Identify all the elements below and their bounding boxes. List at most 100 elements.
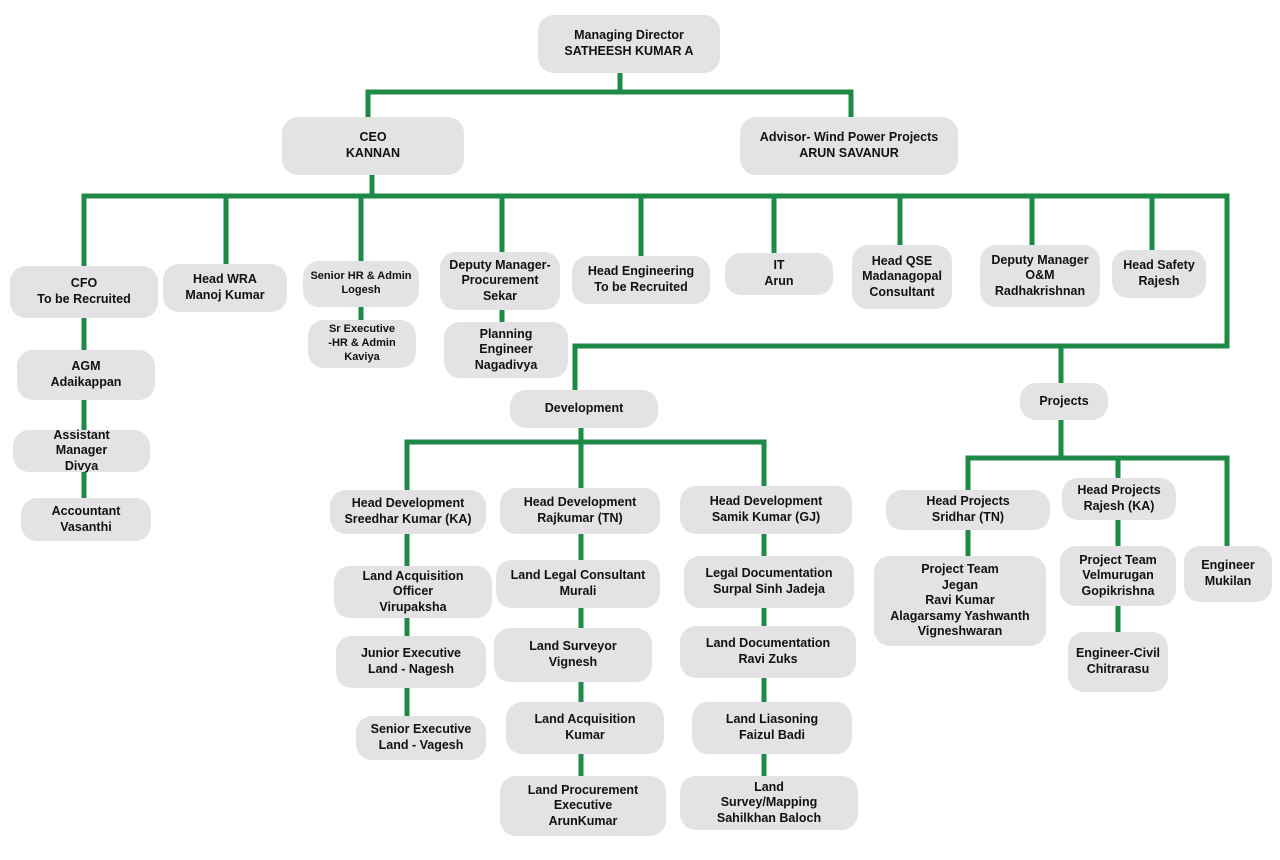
org-box-development: Development xyxy=(510,390,658,428)
org-box-text: Projects xyxy=(1039,393,1089,408)
org-box-text: Surpal Sinh Jadeja xyxy=(713,582,825,596)
org-box-text: Project Team xyxy=(1079,552,1157,567)
org-box-text: Sekar xyxy=(482,288,518,303)
org-box-text: ARUN SAVANUR xyxy=(799,146,899,160)
org-box-text: Executive xyxy=(553,798,613,813)
org-box-text: Sridhar (TN) xyxy=(931,510,1005,524)
org-box-text: IT xyxy=(773,258,785,273)
org-box-text: CEO xyxy=(359,130,387,145)
org-box-text: Head WRA xyxy=(193,272,257,287)
org-box-text: Kaviya xyxy=(344,350,380,363)
org-box-projects: Projects xyxy=(1020,383,1108,420)
org-box-text: Head Safety xyxy=(1123,258,1195,273)
org-box-text: Engineer-Civil xyxy=(1075,646,1161,661)
org-box-text: Kumar xyxy=(565,728,605,742)
org-box-text: Rajesh (KA) xyxy=(1083,499,1155,513)
org-box-text: Deputy Manager xyxy=(991,252,1089,267)
org-box-text: Land - Vagesh xyxy=(378,738,464,752)
org-box-text: Radhakrishnan xyxy=(994,283,1086,298)
org-box-text: Land Surveyor xyxy=(529,639,617,654)
org-box-text: KANNAN xyxy=(345,146,401,160)
org-box-text: Head Engineering xyxy=(587,264,695,279)
connector xyxy=(578,439,767,489)
org-box-text: Vasanthi xyxy=(60,519,112,534)
org-box-text: Manoj Kumar xyxy=(185,288,265,302)
org-box-text: AGM xyxy=(71,359,101,374)
org-box-text: Sreedhar Kumar (KA) xyxy=(344,512,472,526)
org-box-text: Procurement xyxy=(461,273,539,288)
org-box-text: CFO xyxy=(70,276,98,291)
org-box-text: Planning xyxy=(479,326,533,341)
org-box-text: Murali xyxy=(559,584,597,598)
org-box-text: Senior Executive xyxy=(370,722,472,737)
org-box-text: Land Liasoning xyxy=(725,712,819,727)
org-box-text: -HR & Admin xyxy=(328,337,396,350)
org-box-text: ArunKumar xyxy=(548,813,618,828)
org-box-text: Survey/Mapping xyxy=(720,795,818,810)
org-box-text: Engineer xyxy=(479,342,533,357)
org-box-text: Land xyxy=(754,779,784,794)
org-box-text: Land Documentation xyxy=(705,636,831,651)
org-box-text: Advisor- Wind Power Projects xyxy=(759,130,939,145)
org-box-text: Development xyxy=(544,401,624,416)
org-box-text: Alagarsamy Yashwanth xyxy=(890,608,1030,623)
org-box-text: Manager xyxy=(55,443,108,458)
org-box-text: Arun xyxy=(764,274,794,288)
org-box-text: Land Acquisition xyxy=(534,712,636,727)
org-box-text: To be Recruited xyxy=(594,280,688,294)
org-box-text: Land Procurement xyxy=(527,782,639,797)
org-box-text: Madanagopal xyxy=(862,269,942,284)
connector xyxy=(404,425,584,493)
org-box-text: O&M xyxy=(1025,268,1055,283)
org-box-text: Deputy Manager- xyxy=(449,257,551,272)
org-box-text: Engineer xyxy=(1201,558,1255,573)
org-box-text: Land Legal Consultant xyxy=(510,568,646,583)
org-box-text: Rajesh xyxy=(1138,274,1180,288)
org-box-text: Land - Nagesh xyxy=(367,662,455,676)
org-box-text: To be Recruited xyxy=(37,292,131,306)
org-box-text: Ravi Zuks xyxy=(738,652,798,666)
connector xyxy=(965,417,1064,493)
org-box-text: Managing Director xyxy=(574,28,684,43)
org-box-text: Virupaksha xyxy=(379,599,447,614)
org-box-text: Samik Kumar (GJ) xyxy=(711,510,821,524)
org-box-text: Logesh xyxy=(341,284,381,296)
org-box-text: Senior HR & Admin xyxy=(310,270,412,283)
org-box-text: Head QSE xyxy=(871,253,933,268)
org-box-text: Head Projects xyxy=(1077,483,1161,498)
org-box-text: Head Development xyxy=(523,495,637,510)
connector xyxy=(617,89,854,121)
org-box-text: Sr Executive xyxy=(328,323,396,336)
org-box-text: Mukilan xyxy=(1204,574,1252,588)
org-box-text: Assistant xyxy=(53,427,110,442)
org-box-text: Nagadivya xyxy=(474,357,538,372)
